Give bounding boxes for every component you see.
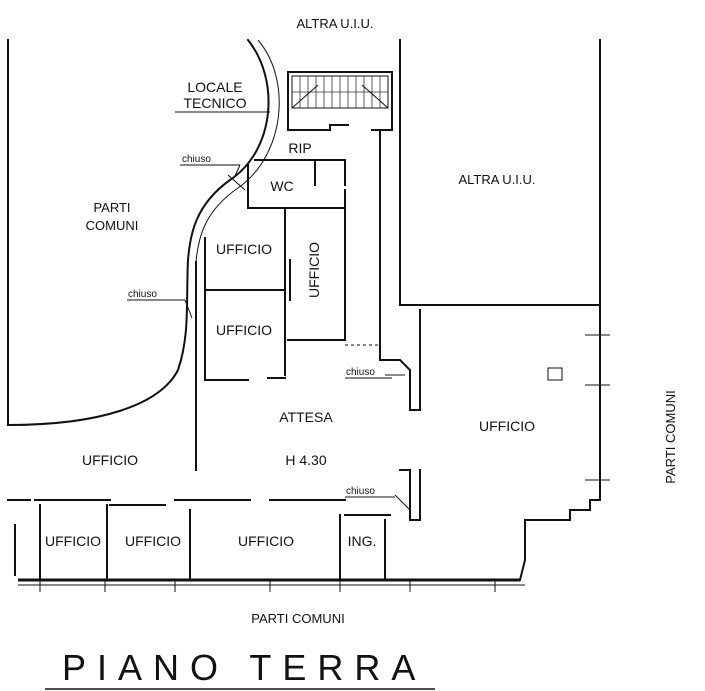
stairs <box>291 75 389 109</box>
label-parti-comuni-right: PARTI COMUNI <box>663 390 678 483</box>
label-parti-comuni-left-2: COMUNI <box>86 218 139 233</box>
leader-lines <box>127 111 395 498</box>
label-ufficio-bottom-3: UFFICIO <box>238 533 294 549</box>
label-chiuso-4: chiuso <box>346 486 375 497</box>
label-altra-uiu-right: ALTRA U.I.U. <box>458 172 535 187</box>
label-ing: ING. <box>348 533 377 549</box>
label-ufficio-upper-left: UFFICIO <box>216 241 272 257</box>
label-parti-comuni-left-1: PARTI <box>93 200 130 215</box>
label-ufficio-vertical: UFFICIO <box>306 242 322 298</box>
plan-title: PIANO TERRA <box>62 647 426 688</box>
label-rip: RIP <box>288 140 311 156</box>
label-ufficio-left: UFFICIO <box>82 452 138 468</box>
walls <box>6 38 610 592</box>
label-chiuso-1: chiuso <box>182 154 211 165</box>
label-altra-uiu-top: ALTRA U.I.U. <box>296 16 373 31</box>
label-locale-tecnico-1: LOCALE <box>187 79 242 95</box>
label-ufficio-mid-left: UFFICIO <box>216 322 272 338</box>
label-height: H 4.30 <box>285 452 326 468</box>
label-attesa: ATTESA <box>279 409 333 425</box>
label-parti-comuni-bottom: PARTI COMUNI <box>251 611 344 626</box>
label-chiuso-3: chiuso <box>346 367 375 378</box>
label-wc: WC <box>270 178 293 194</box>
label-ufficio-bottom-2: UFFICIO <box>125 533 181 549</box>
label-ufficio-bottom-1: UFFICIO <box>45 533 101 549</box>
label-ufficio-right: UFFICIO <box>479 418 535 434</box>
label-locale-tecnico-2: TECNICO <box>184 95 247 111</box>
label-chiuso-2: chiuso <box>128 289 157 300</box>
